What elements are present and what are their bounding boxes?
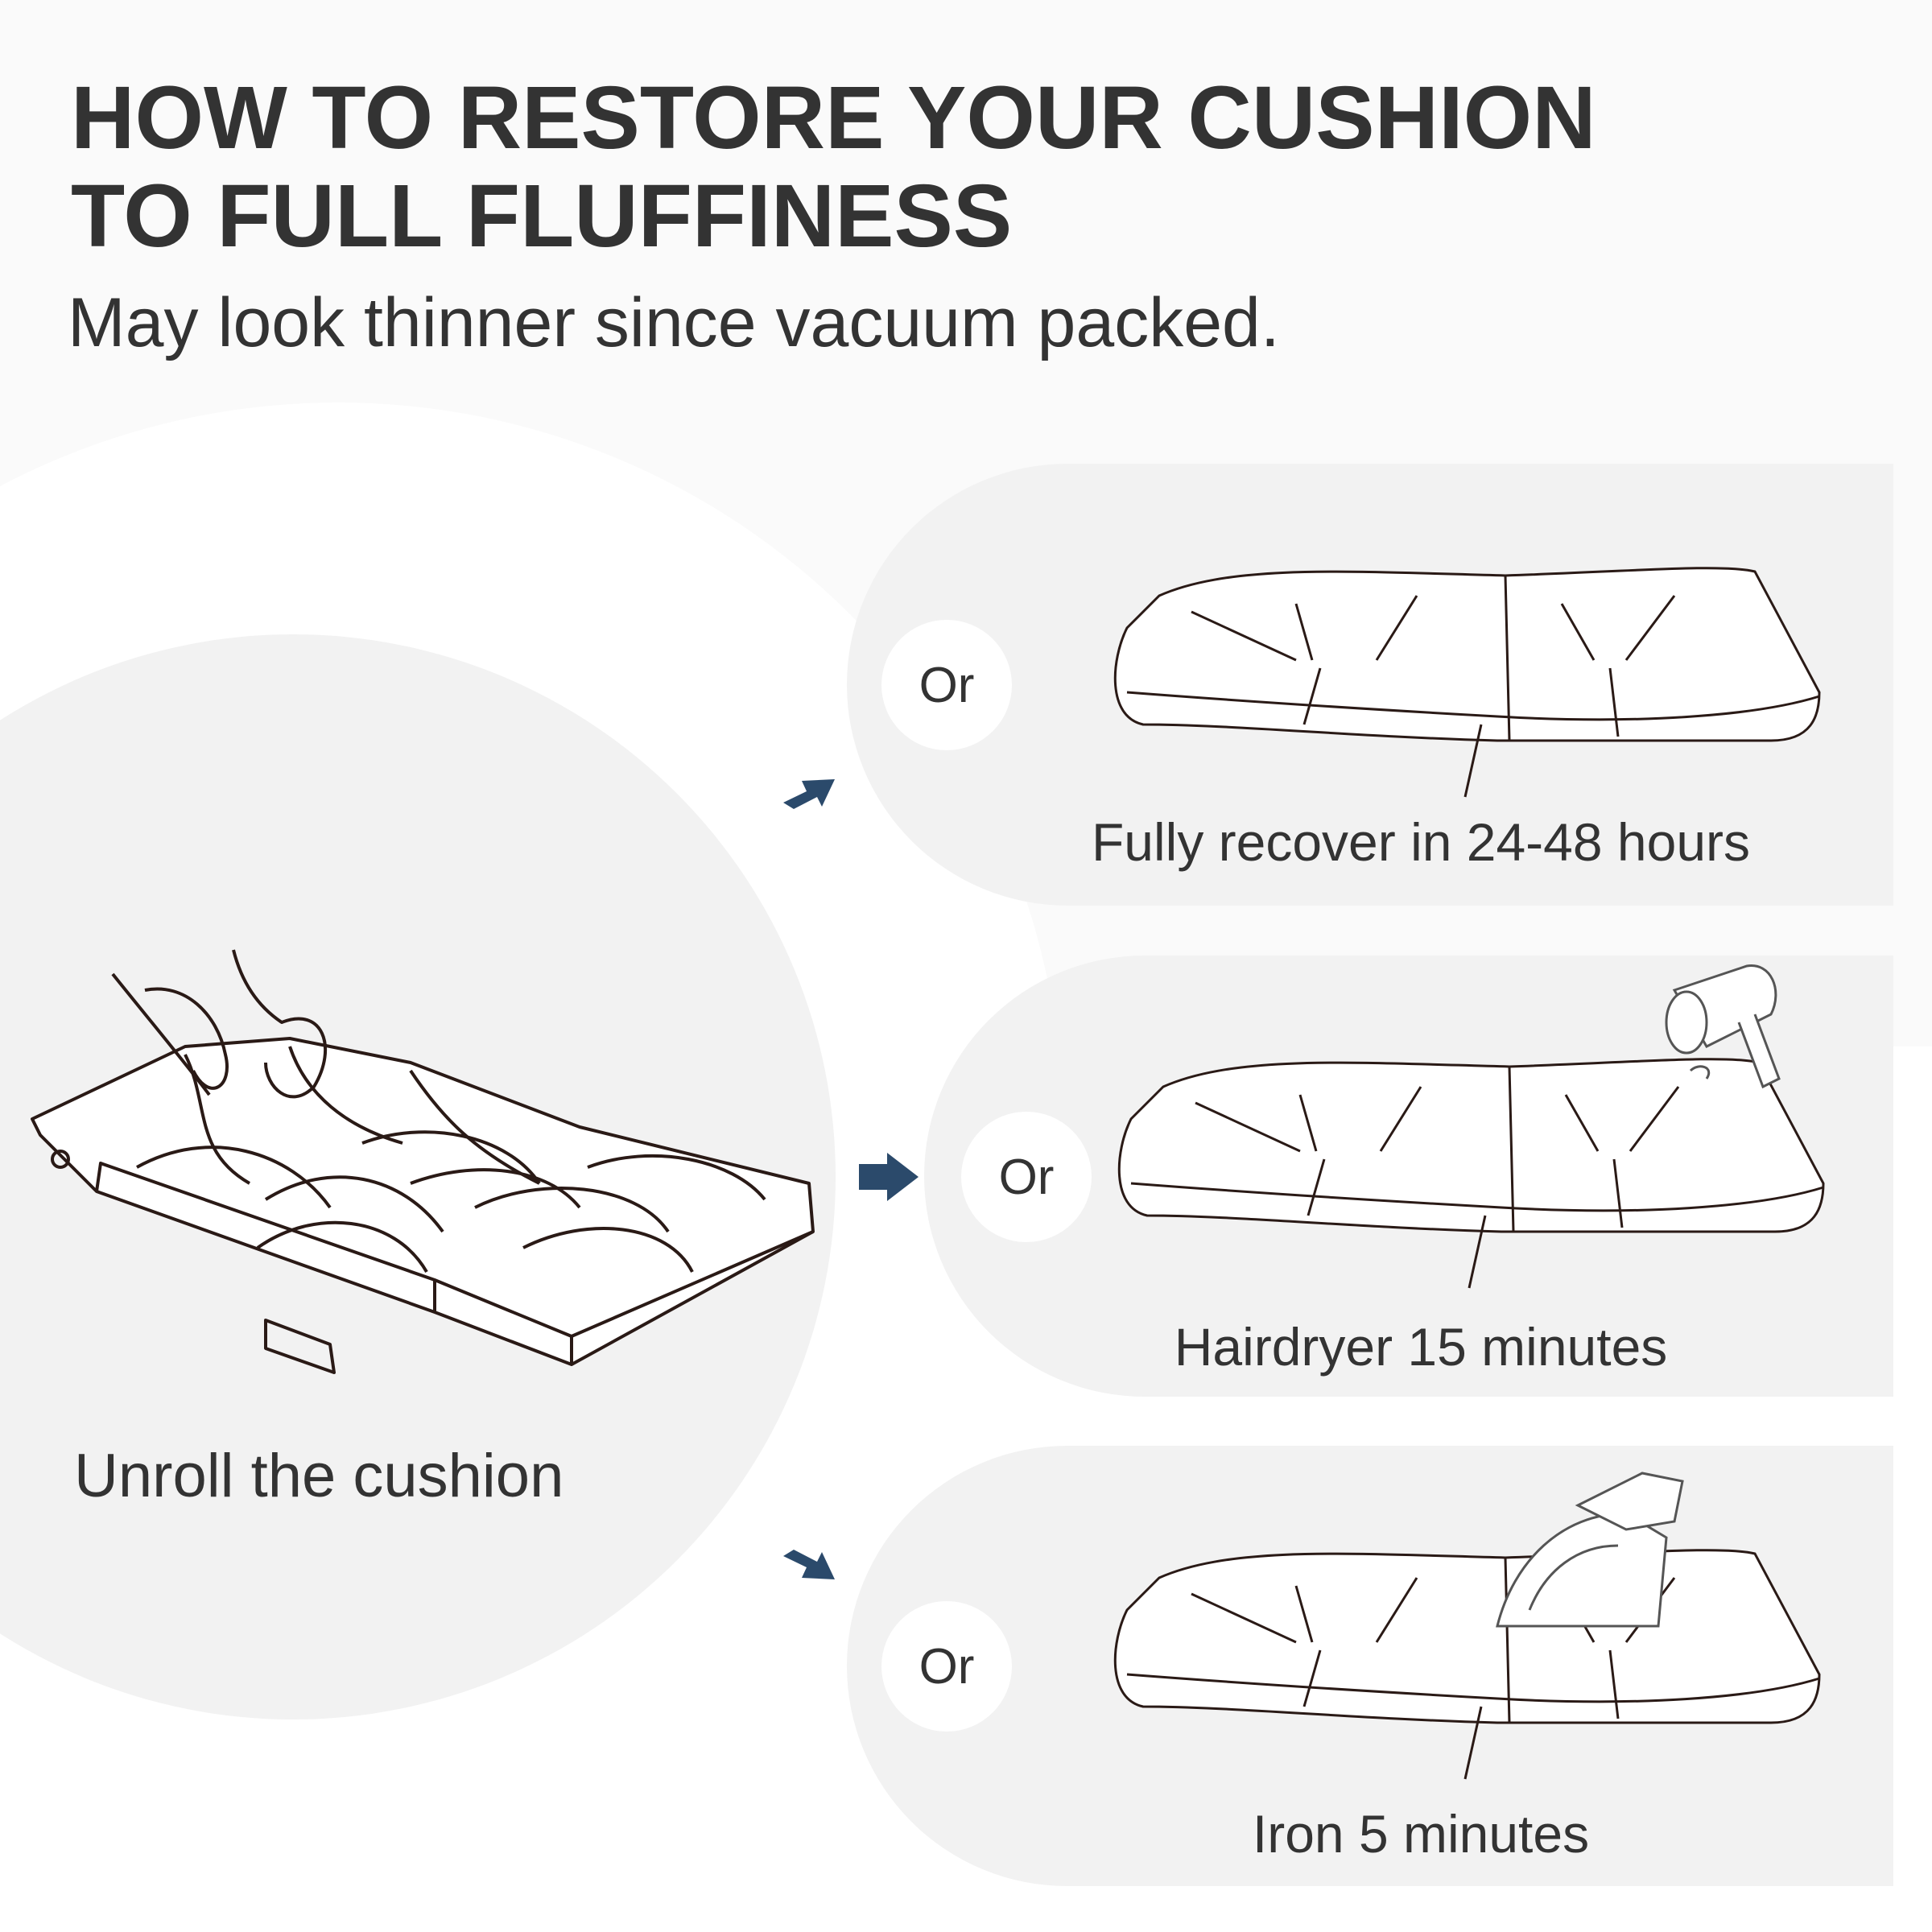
arrow-down-right-icon [783, 1550, 835, 1579]
option-caption-3: Iron 5 minutes [1252, 1804, 1590, 1864]
option-caption-2: Hairdryer 15 minutes [1174, 1317, 1668, 1377]
arrow-up-right-icon [783, 779, 835, 809]
cushion-illustration-1 [1113, 567, 1821, 798]
cushion-illustration-2 [1117, 1058, 1825, 1289]
unroll-caption: Unroll the cushion [74, 1442, 564, 1510]
subtitle: May look thinner since vacuum packed. [68, 284, 1280, 361]
page-title: HOW TO RESTORE YOUR CUSHION TO FULL FLUF… [71, 69, 1842, 266]
or-badge-1: Or [881, 620, 1012, 750]
cushion-illustration-3 [1113, 1549, 1821, 1780]
arrow-right-icon [859, 1153, 919, 1201]
iron-icon [1496, 1472, 1684, 1628]
title-line-1: HOW TO RESTORE YOUR CUSHION [71, 68, 1596, 167]
unroll-cushion-illustration [31, 949, 815, 1374]
title-line-2: TO FULL FLUFFINESS [71, 167, 1013, 266]
or-badge-3: Or [881, 1601, 1012, 1732]
option-caption-1: Fully recover in 24-48 hours [1091, 812, 1751, 872]
hairdryer-icon [1665, 964, 1781, 1089]
or-badge-2: Or [961, 1112, 1092, 1242]
